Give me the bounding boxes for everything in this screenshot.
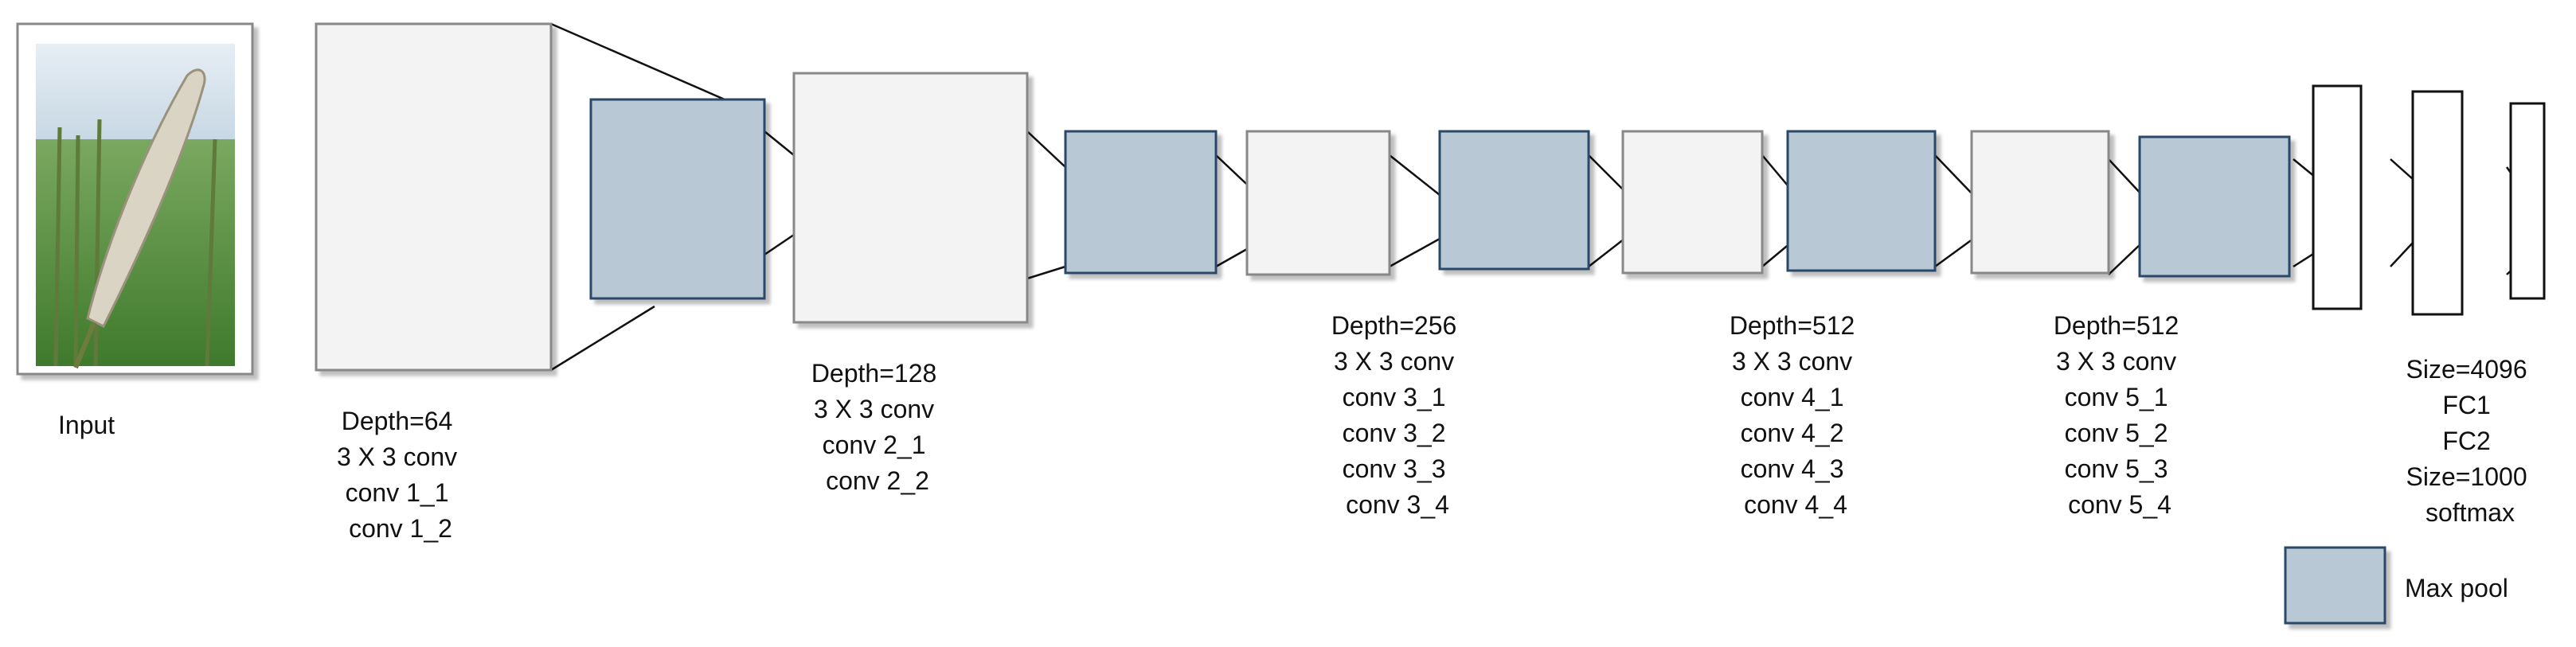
conv4-box [1621, 130, 1764, 275]
conv5-box [1970, 130, 2110, 275]
pool1-box [589, 98, 766, 300]
photo-stalks [53, 119, 217, 367]
legend-swatch [2284, 546, 2386, 625]
conv1-box [315, 22, 553, 372]
softmax-box [2509, 102, 2546, 300]
block1-label: Depth=64 3 X 3 conv conv 1_1 conv 1_2 [337, 407, 464, 543]
legend-label: Max pool [2405, 574, 2508, 602]
fc2-box [2411, 90, 2464, 316]
layer-boxes [315, 22, 2546, 372]
conv3-box [1245, 130, 1391, 276]
pool4-box [1786, 130, 1937, 272]
pool5-box [2138, 135, 2291, 278]
input-label: Input [58, 411, 115, 439]
block2-label: Depth=128 3 X 3 conv conv 2_1 conv 2_2 [811, 359, 944, 495]
millet-stem [73, 321, 96, 369]
photo-sky [36, 44, 235, 139]
block3-label: Depth=256 3 X 3 conv conv 3_1 conv 3_2 c… [1331, 311, 1464, 519]
pool3-box [1438, 130, 1590, 271]
pool2-box [1064, 130, 1218, 275]
block4-label: Depth=512 3 X 3 conv conv 4_1 conv 4_2 c… [1730, 311, 1862, 519]
fc1-box [2312, 84, 2363, 310]
conv2-box [792, 72, 1029, 324]
millet-head-shape [86, 68, 206, 329]
legend: Max pool [2284, 546, 2508, 625]
input-image [16, 22, 254, 376]
block5-label: Depth=512 3 X 3 conv conv 5_1 conv 5_2 c… [2054, 311, 2186, 519]
block6-label: Size=4096 FC1 FC2 Size=1000 softmax [2406, 355, 2534, 527]
